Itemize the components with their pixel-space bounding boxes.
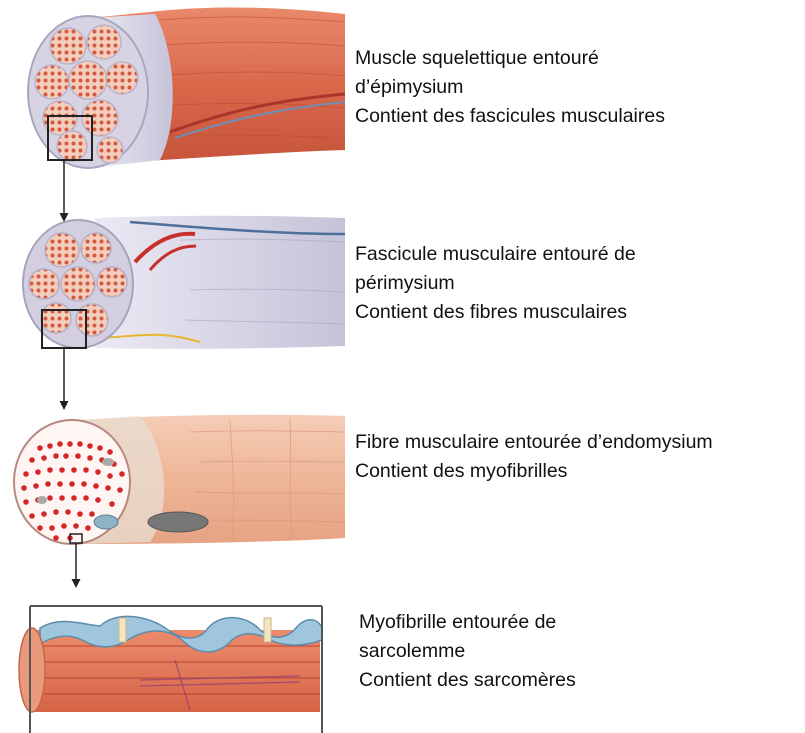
caption-fascicle: Fascicule musculaire entouré de périmysi…: [355, 240, 636, 327]
caption-line: Contient des sarcomères: [359, 666, 576, 695]
fascicle-illustration: [23, 216, 345, 349]
caption-line: Fibre musculaire entourée d’endomysium: [355, 428, 713, 457]
satellite-cell: [94, 515, 118, 529]
arrow-2-head: [60, 401, 69, 410]
caption-fiber: Fibre musculaire entourée d’endomysium C…: [355, 428, 713, 486]
caption-line: Contient des fibres musculaires: [355, 298, 636, 327]
muscle-illustration: [28, 8, 345, 168]
caption-myofibril: Myofibrille entourée de sarcolemme Conti…: [359, 608, 576, 695]
satellite-cell: [37, 496, 47, 504]
t-tubule: [119, 618, 126, 642]
nucleus: [148, 512, 208, 532]
fiber-illustration: [14, 415, 345, 544]
caption-line: périmysium: [355, 269, 636, 298]
caption-line: Muscle squelettique entouré: [355, 44, 665, 73]
caption-line: sarcolemme: [359, 637, 576, 666]
caption-line: Myofibrille entourée de: [359, 608, 576, 637]
satellite-cell: [102, 458, 114, 466]
arrow-3-head: [72, 579, 81, 588]
myofibril-illustration: [19, 606, 322, 733]
caption-line: Contient des fascicules musculaires: [355, 102, 665, 131]
caption-muscle: Muscle squelettique entouré d’épimysium …: [355, 44, 665, 131]
caption-line: Contient des myofibrilles: [355, 457, 713, 486]
t-tubule: [264, 618, 271, 642]
myofibril-cross-section: [19, 628, 45, 712]
caption-line: d’épimysium: [355, 73, 665, 102]
caption-line: Fascicule musculaire entouré de: [355, 240, 636, 269]
